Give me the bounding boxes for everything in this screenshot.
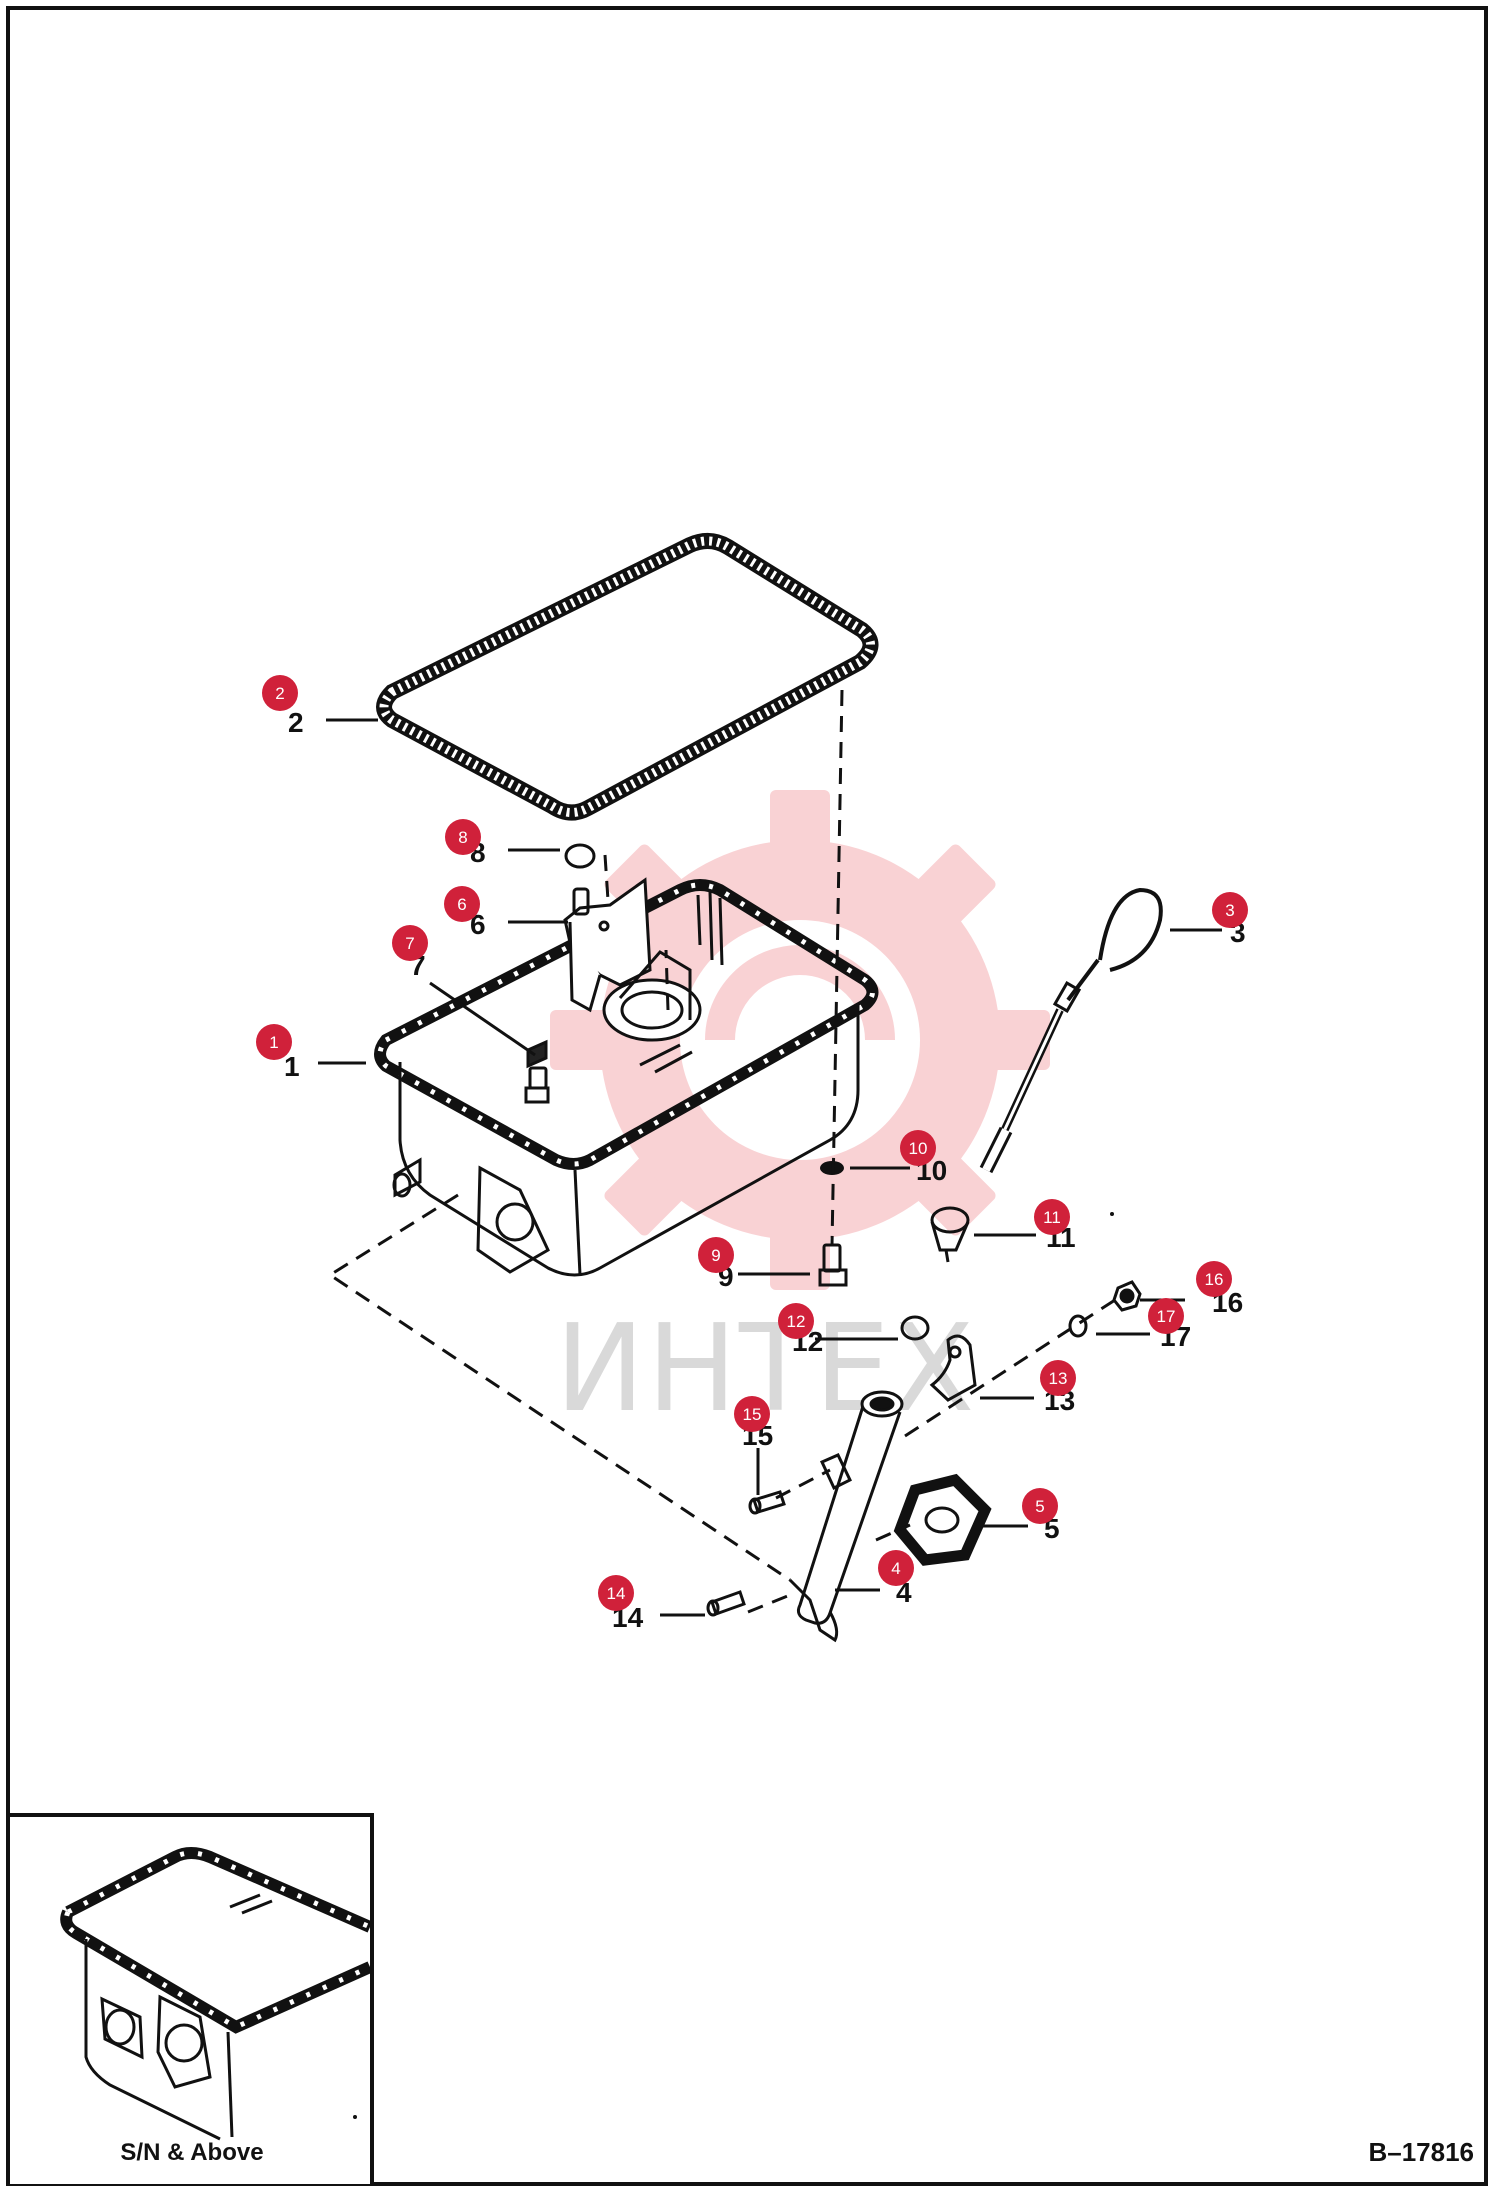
inset-plug-icon bbox=[100, 1996, 144, 2060]
svg-text:4: 4 bbox=[891, 1559, 900, 1578]
callout-badge-4: 4 bbox=[878, 1550, 914, 1586]
svg-text:16: 16 bbox=[1205, 1270, 1224, 1289]
callout-badge-6: 6 bbox=[444, 886, 480, 922]
callout-badge-2: 2 bbox=[262, 675, 298, 711]
callout-badge-7: 7 bbox=[392, 925, 428, 961]
page-frame bbox=[6, 6, 1488, 2186]
pan-drain-plug-icon bbox=[392, 1157, 422, 1198]
flange-gasket-part bbox=[893, 1473, 992, 1566]
svg-text:12: 12 bbox=[787, 1312, 806, 1331]
callout-badge-15: 15 bbox=[734, 1396, 770, 1432]
inset-port-icon bbox=[156, 1994, 212, 2089]
callout-badges: 1 2 3 4 5 6 7 8 9 10 11 12 13 14 15 16 1… bbox=[256, 675, 1248, 1611]
svg-text:2: 2 bbox=[275, 684, 284, 703]
svg-text:14: 14 bbox=[607, 1584, 626, 1603]
o-ring-part bbox=[564, 843, 596, 869]
callout-badge-11: 11 bbox=[1034, 1199, 1070, 1235]
assembly-dashed-lines bbox=[327, 689, 1116, 1614]
callout-badge-10: 10 bbox=[900, 1130, 936, 1166]
grommet-part bbox=[930, 1206, 970, 1263]
drawing-number: B–17816 bbox=[1368, 2137, 1474, 2167]
dipstick-part bbox=[979, 887, 1163, 1174]
inset-label: S/N & Above bbox=[120, 2139, 264, 2166]
bracket-part bbox=[929, 1334, 977, 1402]
svg-text:8: 8 bbox=[458, 828, 467, 847]
inset-view: S/N & Above bbox=[10, 1813, 374, 2184]
gasket-part bbox=[376, 533, 879, 821]
svg-text:15: 15 bbox=[743, 1405, 762, 1424]
callout-badge-3: 3 bbox=[1212, 892, 1248, 928]
pan-side-port-icon bbox=[476, 1165, 550, 1274]
strainer-bolt-part bbox=[524, 1039, 550, 1104]
callout-badge-13: 13 bbox=[1040, 1360, 1076, 1396]
lock-washer-part bbox=[1068, 1314, 1088, 1338]
callout-badge-5: 5 bbox=[1022, 1488, 1058, 1524]
svg-text:9: 9 bbox=[711, 1246, 720, 1265]
nut-part bbox=[1112, 1280, 1142, 1312]
svg-text:17: 17 bbox=[1157, 1307, 1176, 1326]
reference-dot bbox=[1110, 1212, 1114, 1216]
oil-strainer-part bbox=[563, 877, 702, 1042]
callout-badge-16: 16 bbox=[1196, 1261, 1232, 1297]
callout-badge-9: 9 bbox=[698, 1237, 734, 1273]
callout-numbers: 1 2 3 4 5 6 7 8 9 10 11 12 13 14 15 16 1… bbox=[284, 707, 1246, 1633]
svg-text:11: 11 bbox=[1043, 1208, 1061, 1227]
callout-badge-14: 14 bbox=[598, 1575, 634, 1611]
callout-badge-1: 1 bbox=[256, 1024, 292, 1060]
svg-text:6: 6 bbox=[457, 895, 466, 914]
bolt-14-part bbox=[706, 1590, 746, 1617]
callout-badge-8: 8 bbox=[445, 819, 481, 855]
svg-text:7: 7 bbox=[405, 934, 414, 953]
tube-o-ring-part bbox=[900, 1315, 930, 1341]
svg-text:10: 10 bbox=[909, 1139, 928, 1158]
leader-lines bbox=[318, 718, 1222, 1617]
svg-text:13: 13 bbox=[1049, 1369, 1068, 1388]
oil-pan-part bbox=[374, 879, 879, 1277]
svg-text:3: 3 bbox=[1225, 901, 1234, 920]
callout-badge-17: 17 bbox=[1148, 1298, 1184, 1334]
callout-number-1: 1 bbox=[284, 1051, 300, 1082]
inset-oil-pan-drawing bbox=[60, 1847, 373, 2141]
svg-text:1: 1 bbox=[269, 1033, 278, 1052]
svg-text:5: 5 bbox=[1035, 1497, 1044, 1516]
dipstick-tube-part bbox=[788, 1390, 904, 1643]
callout-number-2: 2 bbox=[288, 707, 304, 738]
callout-badge-12: 12 bbox=[778, 1303, 814, 1339]
